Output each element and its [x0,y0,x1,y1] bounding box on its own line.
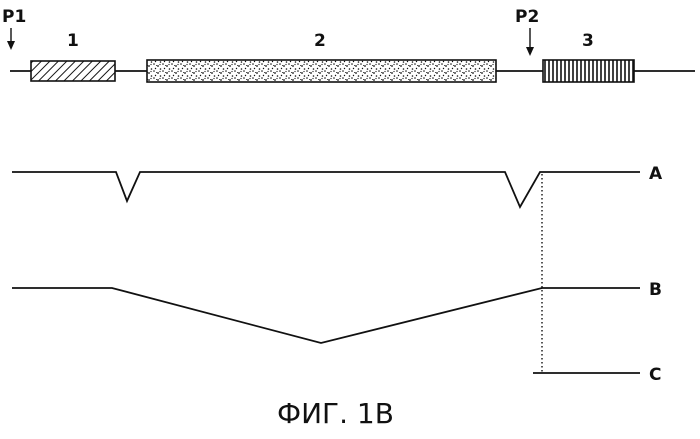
trace-a-label: A [649,164,663,184]
trace-a-line [12,172,640,207]
trace-b-label: B [649,280,662,300]
promoter-p1-label: P1 [2,7,26,27]
promoter-p1-arrowhead [7,41,15,50]
segment-2-label: 2 [314,31,326,51]
segment-3-box [543,60,634,82]
promoter-p2-label: P2 [515,7,539,27]
segment-2-box [147,60,496,82]
trace-c-label: C [649,365,661,385]
promoter-p2-arrowhead [526,47,534,56]
segment-1-box [31,61,115,81]
segment-1-label: 1 [67,31,79,51]
segment-3-label: 3 [582,31,594,51]
trace-b-line [12,288,640,343]
figure-caption: ФИГ. 1B [277,397,394,430]
